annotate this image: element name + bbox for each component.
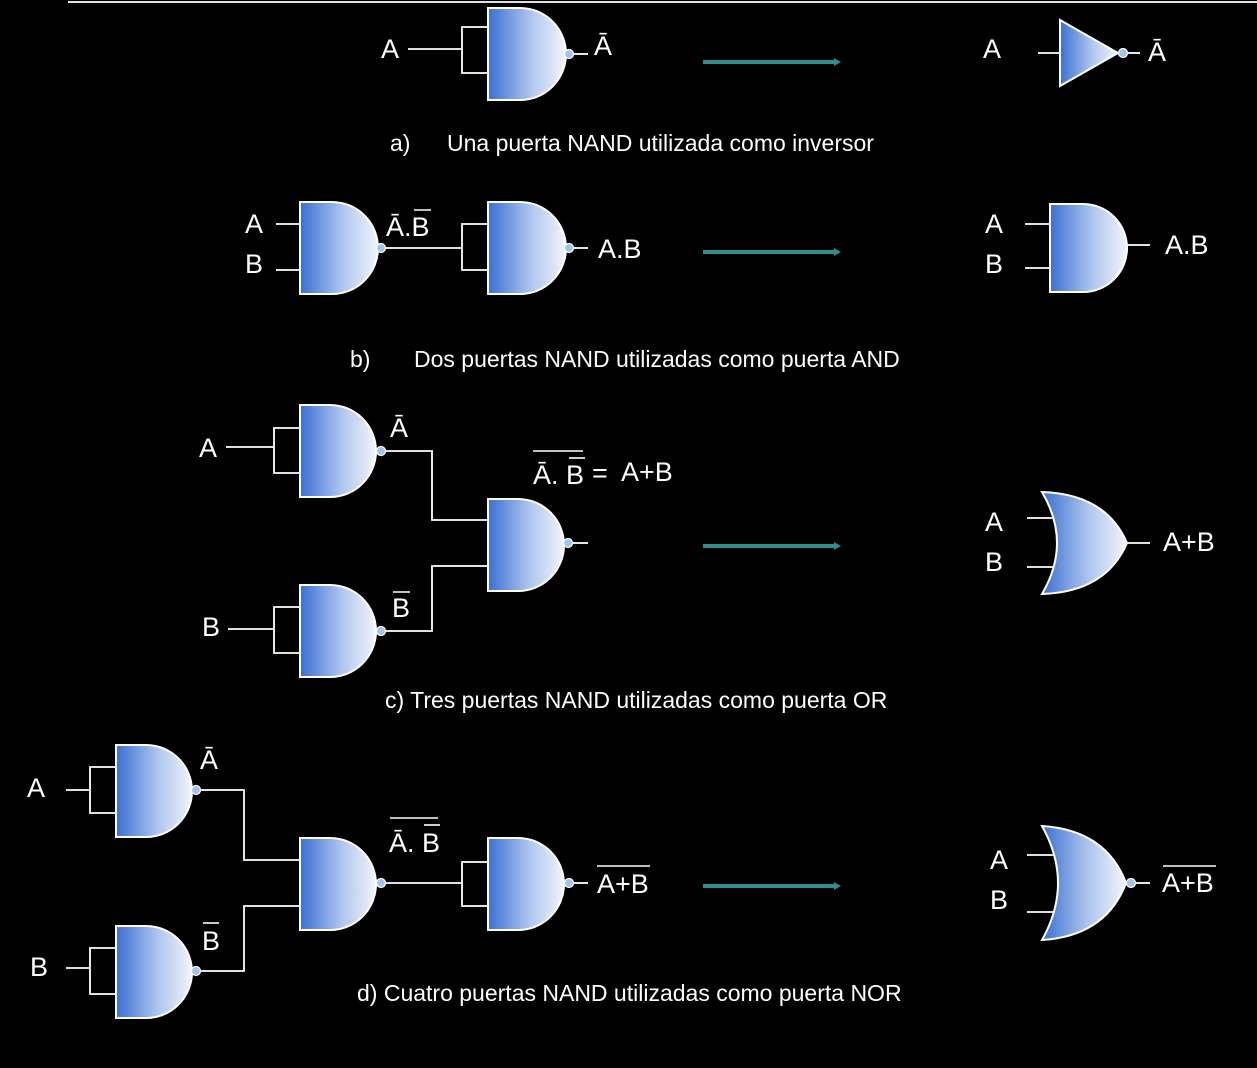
inversion-bubble: [375, 242, 387, 254]
wire: [201, 789, 300, 861]
not-b-label: B: [392, 593, 410, 623]
wire: [89, 947, 116, 995]
wire: [273, 427, 300, 474]
input-a-label: A: [245, 209, 263, 239]
result-output-label: Ā: [1148, 37, 1166, 67]
inversion-bubble: [375, 877, 387, 889]
nand-gate: [115, 925, 193, 1019]
inversion-bubble: [563, 48, 575, 60]
inversion-bubble: [562, 537, 574, 549]
input-b-label: B: [245, 249, 263, 279]
input-label: A: [381, 34, 399, 64]
caption: Una puerta NAND utilizada como inversor: [447, 130, 874, 156]
wire: [461, 223, 488, 271]
or-gate: [1040, 490, 1129, 596]
inversion-bubble: [1117, 47, 1129, 59]
result-output-label: A+B: [1162, 868, 1214, 898]
expression-equals: =: [592, 458, 608, 488]
input-a-label: A: [27, 773, 45, 803]
arrow-head: [834, 882, 841, 890]
not-gate: [1059, 18, 1121, 88]
input-b-label: B: [30, 952, 48, 982]
inversion-bubble: [563, 242, 575, 254]
nor-gate: [1040, 824, 1128, 942]
caption: d) Cuatro puertas NAND utilizadas como p…: [357, 980, 902, 1006]
intermediate-label: Ā.B: [386, 212, 430, 242]
result-input-a-label: A: [985, 507, 1003, 537]
result-output-label: A+B: [1163, 527, 1215, 557]
inversion-bubble: [375, 445, 387, 457]
expression-left: Ā. B: [533, 460, 584, 490]
result-input-b-label: B: [990, 885, 1008, 915]
nand-gate: [299, 404, 377, 498]
not-b-label: B: [202, 926, 220, 956]
inversion-bubble: [1125, 877, 1137, 889]
caption-letter: b): [350, 346, 370, 372]
section-a: A Ā A Ā a) Una puerta NAND utilizada com…: [381, 7, 1166, 156]
and-gate: [1049, 203, 1128, 293]
nand-gate: [299, 837, 377, 931]
section-d: A B Ā B Ā. B A+B A B A+B d) Cuatro puert…: [27, 744, 1216, 1019]
nand-gate: [299, 584, 377, 678]
wire: [386, 450, 488, 521]
wire: [386, 565, 488, 632]
result-input-b-label: B: [985, 249, 1003, 279]
wire: [89, 766, 116, 814]
result-input-label: A: [983, 34, 1001, 64]
wire: [461, 861, 488, 907]
output-label: A+B: [597, 869, 649, 899]
arrow-head: [834, 58, 841, 66]
output-label: A.B: [598, 234, 642, 264]
input-b-label: B: [202, 612, 220, 642]
nand-gate: [487, 498, 565, 592]
intermediate-label: Ā. B: [389, 828, 440, 858]
inversion-bubble: [190, 965, 202, 977]
caption: Dos puertas NAND utilizadas como puerta …: [414, 346, 900, 372]
result-input-a-label: A: [985, 209, 1003, 239]
expression-right: A+B: [621, 457, 673, 487]
not-a-label: Ā: [390, 413, 408, 443]
result-input-a-label: A: [990, 845, 1008, 875]
caption: c) Tres puertas NAND utilizadas como pue…: [385, 687, 887, 713]
inversion-bubble: [375, 625, 387, 637]
arrow-head: [834, 542, 841, 550]
nand-gate: [487, 837, 565, 931]
nand-gate: [487, 201, 567, 295]
output-label: Ā: [594, 31, 612, 61]
section-c: A B Ā B Ā. B = A+B A B A+B c) Tres puert…: [199, 404, 1215, 713]
input-a-label: A: [199, 433, 217, 463]
section-b: A B Ā.B A.B A B A.B b) Dos puertas NAND …: [245, 201, 1209, 372]
result-input-b-label: B: [985, 547, 1003, 577]
wire: [273, 606, 300, 654]
not-a-label: Ā: [200, 745, 218, 775]
nand-gate: [487, 7, 567, 101]
result-output-label: A.B: [1165, 230, 1209, 260]
nand-gate: [115, 744, 193, 838]
wire: [201, 905, 300, 972]
arrow-head: [834, 248, 841, 256]
inversion-bubble: [563, 877, 575, 889]
wire: [461, 26, 488, 74]
nand-gate: [299, 201, 379, 295]
caption-letter: a): [390, 130, 410, 156]
inversion-bubble: [190, 784, 202, 796]
